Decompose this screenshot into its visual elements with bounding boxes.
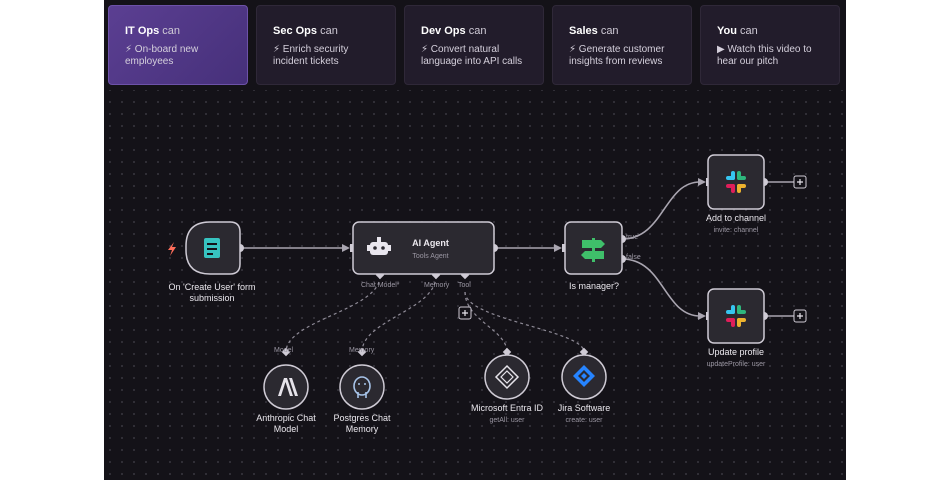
slack-icon <box>726 305 746 327</box>
form-icon <box>204 238 220 258</box>
tab-team: IT Ops <box>125 25 160 37</box>
robot-icon <box>367 237 391 255</box>
canvas-svg <box>168 154 807 410</box>
arrowhead <box>698 178 706 186</box>
add-node-button[interactable] <box>793 309 807 323</box>
update-profile-sub: updateProfile: user <box>706 361 766 368</box>
port-diamond <box>502 347 512 357</box>
edge-memory <box>361 275 437 353</box>
edge-model <box>285 275 381 353</box>
tab-desc: ⚡ Generate customer insights from review… <box>569 44 665 67</box>
tab-sec-ops[interactable]: Sec Ops can ⚡ Enrich security incident t… <box>256 5 396 85</box>
edge-tool-jira <box>464 291 585 353</box>
add-node-button[interactable] <box>793 175 807 189</box>
tab-title: Sec Ops can <box>273 24 381 38</box>
entra-label: Microsoft Entra ID <box>470 403 544 413</box>
port-label-chat-model: Chat Model* <box>361 282 400 289</box>
tab-dev-ops[interactable]: Dev Ops can ⚡ Convert natural language i… <box>404 5 544 85</box>
add-tool-button[interactable] <box>458 306 472 320</box>
jira-sub: create: user <box>565 417 603 424</box>
if-node[interactable] <box>564 221 623 275</box>
tab-team: Dev Ops <box>421 25 466 37</box>
edge-if-false-to-update <box>621 258 701 317</box>
ai-agent-node[interactable] <box>352 221 495 275</box>
signpost-icon <box>581 238 605 262</box>
workflow-canvas[interactable]: On 'Create User' form submission AI Agen… <box>104 0 846 480</box>
arrowhead <box>698 312 706 320</box>
if-node-label: Is manager? <box>568 281 620 291</box>
ai-agent-title: AI Agent <box>412 238 449 248</box>
tab-desc: ⚡ Convert natural language into API call… <box>421 44 523 67</box>
ports <box>236 178 768 357</box>
add-channel-label: Add to channel <box>705 213 767 223</box>
tab-desc: ▶ Watch this video to hear our pitch <box>717 44 812 67</box>
tab-suffix: can <box>162 25 181 37</box>
port-in <box>350 244 354 252</box>
slack-icon <box>726 171 746 193</box>
port-label-tool: Tool <box>458 282 471 289</box>
tab-suffix: can <box>600 25 619 37</box>
postgres-port-label: Memory <box>349 347 375 354</box>
trigger-bolt-icon <box>168 242 176 256</box>
postgres-label: Postgres Chat Memory <box>333 413 391 434</box>
postgres-icon <box>353 376 371 398</box>
anthropic-label: Anthropic Chat Model <box>256 413 316 434</box>
use-case-tabs: IT Ops can ⚡ On-board new employees Sec … <box>104 0 846 90</box>
edge-tool-entra <box>464 291 508 353</box>
tab-team: Sales <box>569 25 598 37</box>
tab-title: Sales can <box>569 24 677 38</box>
add-to-channel-node[interactable] <box>707 154 765 210</box>
port-diamond <box>357 347 367 357</box>
entra-node[interactable] <box>484 354 530 400</box>
anthropic-icon <box>278 378 298 396</box>
arrowheads <box>342 178 706 320</box>
port-in <box>562 244 566 252</box>
tab-suffix: can <box>740 25 758 37</box>
port-diamond <box>579 347 589 357</box>
trigger-node-label: On 'Create User' form submission <box>168 282 256 303</box>
tab-it-ops[interactable]: IT Ops can ⚡ On-board new employees <box>108 5 248 85</box>
tab-title: IT Ops can <box>125 24 233 38</box>
tab-team: You <box>717 25 737 37</box>
tab-title: You can <box>717 24 825 38</box>
update-profile-label: Update profile <box>707 347 765 357</box>
edge-if-true-to-add <box>621 181 701 240</box>
if-true-label: true <box>626 234 639 241</box>
add-channel-sub: invite: channel <box>713 227 759 234</box>
tab-you[interactable]: You can ▶ Watch this video to hear our p… <box>700 5 840 85</box>
update-profile-node[interactable] <box>707 288 765 344</box>
tab-suffix: can <box>468 25 487 37</box>
anthropic-node[interactable] <box>263 364 309 410</box>
jira-label: Jira Software <box>557 403 611 413</box>
entra-sub: getAll: user <box>489 417 525 424</box>
tab-sales[interactable]: Sales can ⚡ Generate customer insights f… <box>552 5 692 85</box>
port-label-memory: Memory <box>424 282 450 289</box>
jira-icon <box>573 365 595 387</box>
port-diamond <box>281 347 291 357</box>
tab-title: Dev Ops can <box>421 24 529 38</box>
workflow-app: On 'Create User' form submission AI Agen… <box>104 0 846 480</box>
tab-team: Sec Ops <box>273 25 318 37</box>
anthropic-port-label: Model <box>274 347 294 354</box>
connections <box>240 181 794 317</box>
entra-icon <box>494 364 520 390</box>
if-false-label: false <box>626 254 641 261</box>
arrowhead <box>342 244 350 252</box>
postgres-node[interactable] <box>339 364 385 410</box>
ai-agent-subtitle: Tools Agent <box>412 253 449 260</box>
arrowhead <box>554 244 562 252</box>
trigger-node[interactable] <box>185 221 241 275</box>
tab-desc: ⚡ On-board new employees <box>125 44 199 67</box>
tab-suffix: can <box>320 25 338 37</box>
jira-node[interactable] <box>561 354 607 400</box>
sub-connections <box>285 275 585 353</box>
tab-desc: ⚡ Enrich security incident tickets <box>273 44 349 67</box>
